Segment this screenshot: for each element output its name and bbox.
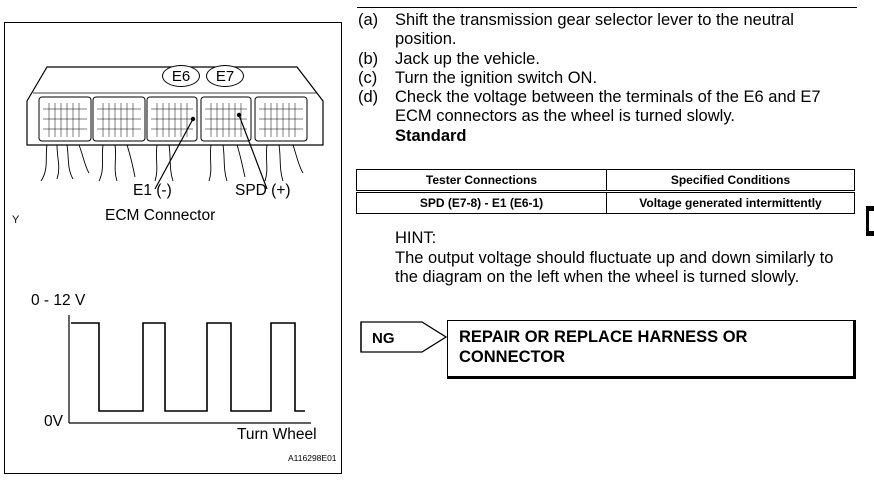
axis-y-label: Y bbox=[12, 214, 20, 226]
step-letter: (b) bbox=[358, 49, 379, 68]
step-d: (d) Check the voltage between the termin… bbox=[358, 88, 858, 127]
step-a: (a) Shift the transmission gear selector… bbox=[358, 11, 858, 50]
figure-id: A116298E01 bbox=[288, 453, 337, 463]
figure-box: E6 E7 E1 (-) SPD (+) ECM Connector Y 0 -… bbox=[4, 22, 342, 474]
hint-title: HINT: bbox=[395, 229, 437, 247]
step-text: Turn the ignition switch ON. bbox=[395, 68, 598, 87]
step-b: (b) Jack up the vehicle. bbox=[358, 50, 858, 69]
voltage-waveform bbox=[71, 322, 305, 412]
procedure-steps: (a) Shift the transmission gear selector… bbox=[358, 11, 858, 146]
step-c: (c) Turn the ignition switch ON. bbox=[358, 69, 858, 88]
step-text: Check the voltage between the terminals … bbox=[395, 88, 821, 126]
table-cell: Voltage generated intermittently bbox=[606, 190, 855, 214]
step-letter: (a) bbox=[358, 11, 379, 29]
step-text: Jack up the vehicle. bbox=[395, 49, 540, 68]
ng-label: NG bbox=[372, 330, 395, 347]
result-action-box: REPAIR OR REPLACE HARNESS OR CONNECTOR bbox=[447, 320, 856, 379]
table-header-row: Tester Connections Specified Conditions bbox=[356, 169, 855, 192]
hint-block: HINT: The output voltage should fluctuat… bbox=[395, 229, 855, 288]
column-header: Specified Conditions bbox=[606, 169, 855, 192]
top-rule bbox=[357, 7, 857, 8]
table-cell: SPD (E7-8) - E1 (E6-1) bbox=[356, 190, 607, 214]
ng-arrow-tag bbox=[360, 321, 448, 353]
table-row: SPD (E7-8) - E1 (E6-1) Voltage generated… bbox=[356, 190, 855, 214]
connector-label-e7: E7 bbox=[206, 65, 244, 87]
connector-label-e6: E6 bbox=[162, 65, 200, 87]
terminal-e1-label: E1 (-) bbox=[133, 182, 172, 199]
hint-text: The output voltage should fluctuate up a… bbox=[395, 248, 834, 287]
terminal-spd-label: SPD (+) bbox=[235, 182, 291, 199]
ecm-connector-illustration bbox=[26, 66, 324, 424]
axis-x-label: Turn Wheel bbox=[237, 426, 317, 443]
connector-caption: ECM Connector bbox=[105, 207, 216, 224]
standard-heading: Standard bbox=[395, 126, 467, 145]
section-tab-marker bbox=[866, 206, 874, 236]
voltage-high-label: 0 - 12 V bbox=[31, 292, 86, 309]
column-header: Tester Connections bbox=[356, 169, 607, 192]
step-letter: (d) bbox=[358, 88, 379, 107]
step-letter: (c) bbox=[358, 68, 378, 87]
step-text: Shift the transmission gear selector lev… bbox=[395, 11, 794, 49]
voltage-low-label: 0V bbox=[44, 413, 63, 430]
spec-table: Tester Connections Specified Conditions … bbox=[356, 169, 855, 214]
